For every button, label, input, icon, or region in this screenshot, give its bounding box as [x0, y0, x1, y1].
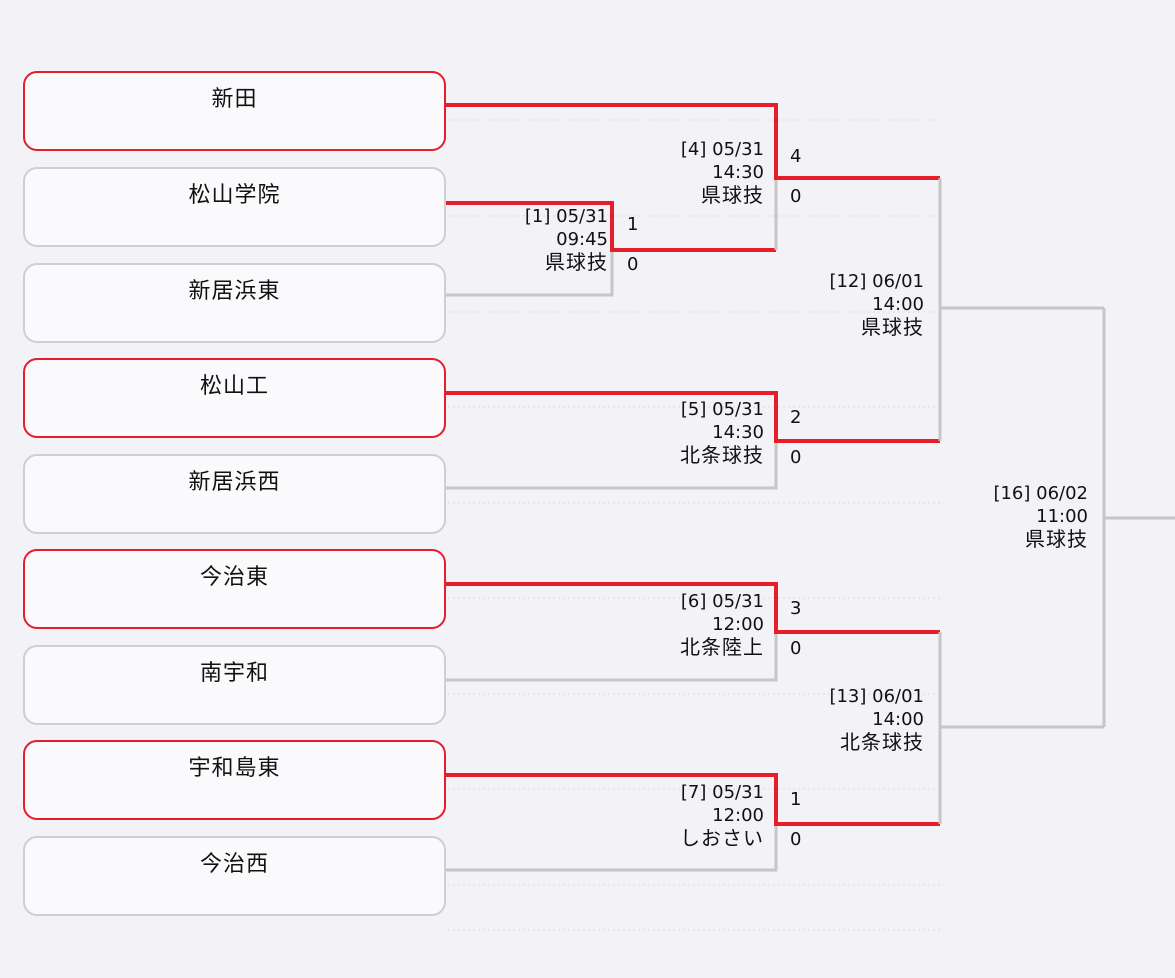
- match-info-7[interactable]: [7] 05/31 12:00 しおさい: [680, 781, 764, 850]
- team-name: 今治西: [199, 852, 269, 877]
- match-info-5[interactable]: [5] 05/31 14:30 北条球技: [680, 398, 764, 467]
- match-time: 12:00: [712, 614, 764, 635]
- team-slot-7[interactable]: 南宇和: [23, 645, 446, 725]
- match-info-1[interactable]: [1] 05/31 09:45 県球技: [525, 205, 608, 274]
- match-venue: しおさい: [680, 826, 764, 850]
- match-4-winner-line: [446, 103, 940, 180]
- match-id: [16]: [993, 483, 1031, 504]
- match-info-12[interactable]: [12] 06/01 14:00 県球技: [829, 270, 924, 339]
- match-time: 11:00: [1036, 506, 1088, 527]
- match-time: 14:00: [872, 294, 924, 315]
- match-id: [5]: [680, 399, 707, 420]
- team-slot-9[interactable]: 今治西: [23, 836, 446, 916]
- match-date: 05/31: [556, 206, 608, 227]
- match-venue: 県球技: [545, 250, 608, 274]
- match-6-winner-line: [446, 582, 940, 634]
- match-venue: 県球技: [861, 315, 924, 339]
- team-name: 新田: [211, 87, 258, 112]
- match-time: 14:30: [712, 422, 764, 443]
- match-id: [1]: [524, 206, 551, 227]
- match-1-loser-line: [446, 250, 614, 297]
- match-1-score-bottom: 0: [627, 254, 639, 275]
- match-info-4[interactable]: [4] 05/31 14:30 県球技: [681, 138, 764, 207]
- match-venue: 県球技: [1025, 527, 1088, 551]
- match-venue: 北条球技: [840, 730, 924, 754]
- match-id: [12]: [829, 271, 867, 292]
- team-name: 南宇和: [199, 661, 269, 686]
- team-name: 松山工: [199, 374, 269, 399]
- match-1-winner-line: [446, 201, 776, 252]
- match-venue: 北条陸上: [680, 635, 764, 659]
- match-venue: 北条球技: [680, 443, 764, 467]
- team-name: 松山学院: [188, 183, 281, 208]
- team-name: 宇和島東: [188, 756, 281, 781]
- match-id: [7]: [680, 782, 707, 803]
- match-4-score-bottom: 0: [790, 186, 802, 207]
- match-6-loser-line: [446, 632, 778, 682]
- match-info-6[interactable]: [6] 05/31 12:00 北条陸上: [680, 590, 764, 659]
- match-5-loser-line: [446, 441, 778, 490]
- match-info-16[interactable]: [16] 06/02 11:00 県球技: [993, 482, 1088, 551]
- team-slot-8[interactable]: 宇和島東: [23, 740, 446, 820]
- match-7-loser-line: [446, 824, 778, 872]
- team-name: 新居浜東: [188, 279, 281, 304]
- match-6-score-bottom: 0: [790, 638, 802, 659]
- match-date: 05/31: [712, 782, 764, 803]
- match-1-score-top: 1: [627, 214, 639, 235]
- team-slot-1[interactable]: 新田: [23, 71, 446, 151]
- match-time: 14:30: [712, 162, 764, 183]
- team-name: 新居浜西: [188, 470, 281, 495]
- match-info-13[interactable]: [13] 06/01 14:00 北条球技: [829, 685, 924, 754]
- match-time: 12:00: [712, 805, 764, 826]
- match-4-score-top: 4: [790, 146, 802, 167]
- match-7-score-top: 1: [790, 789, 802, 810]
- match-5-winner-line: [446, 391, 940, 443]
- match-date: 05/31: [712, 139, 764, 160]
- team-slot-5[interactable]: 新居浜西: [23, 454, 446, 534]
- match-7-score-bottom: 0: [790, 829, 802, 850]
- match-date: 05/31: [712, 591, 764, 612]
- team-slot-6[interactable]: 今治東: [23, 549, 446, 629]
- match-5-score-bottom: 0: [790, 447, 802, 468]
- match-7-winner-line: [446, 773, 940, 826]
- match-id: [13]: [829, 686, 867, 707]
- match-date: 06/01: [872, 686, 924, 707]
- match-id: [4]: [680, 139, 707, 160]
- match-time: 14:00: [872, 709, 924, 730]
- team-name: 今治東: [199, 565, 269, 590]
- match-time: 09:45: [556, 229, 608, 250]
- team-slot-3[interactable]: 新居浜東: [23, 263, 446, 343]
- match-date: 05/31: [712, 399, 764, 420]
- match-5-score-top: 2: [790, 407, 802, 428]
- match-6-score-top: 3: [790, 598, 802, 619]
- match-date: 06/01: [872, 271, 924, 292]
- match-venue: 県球技: [701, 183, 764, 207]
- match-date: 06/02: [1036, 483, 1088, 504]
- team-slot-2[interactable]: 松山学院: [23, 167, 446, 247]
- team-slot-4[interactable]: 松山工: [23, 358, 446, 438]
- match-id: [6]: [680, 591, 707, 612]
